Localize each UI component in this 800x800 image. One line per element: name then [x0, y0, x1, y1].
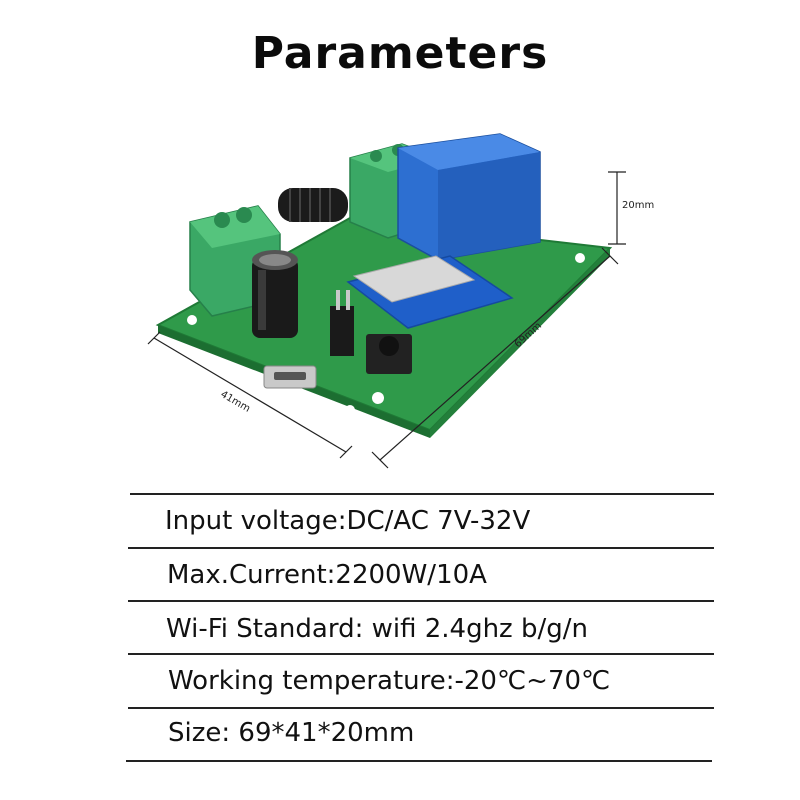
table-rule — [128, 707, 714, 709]
spec-row: Working temperature:-20℃~70℃ — [168, 666, 611, 696]
mount-hole — [187, 315, 197, 325]
antenna-coil — [278, 188, 348, 222]
relay — [397, 133, 541, 261]
pin-header — [330, 290, 354, 356]
page-title: Parameters — [251, 28, 549, 79]
mount-hole — [345, 405, 355, 415]
micro-usb-port — [263, 365, 317, 389]
capacitor — [252, 250, 298, 338]
spec-row: Wi-Fi Standard: wifi 2.4ghz b/g/n — [166, 614, 588, 644]
height-dimension: 20mm — [608, 171, 654, 245]
table-rule — [130, 493, 714, 495]
table-rule — [128, 653, 714, 655]
push-button — [366, 334, 412, 374]
relay-module-illustration: 20mm 69mm 41mm — [147, 133, 654, 469]
spec-row: Max.Current:2200W/10A — [167, 560, 487, 590]
height-label: 20mm — [622, 200, 654, 211]
table-rule — [128, 547, 714, 549]
wifi-module — [346, 255, 514, 329]
spec-row: Input voltage:DC/AC 7V-32V — [165, 506, 531, 536]
table-rule — [126, 760, 712, 762]
spec-row: Size: 69*41*20mm — [168, 718, 415, 748]
mount-hole — [575, 253, 585, 263]
mount-hole — [372, 392, 384, 404]
table-rule — [128, 600, 714, 602]
